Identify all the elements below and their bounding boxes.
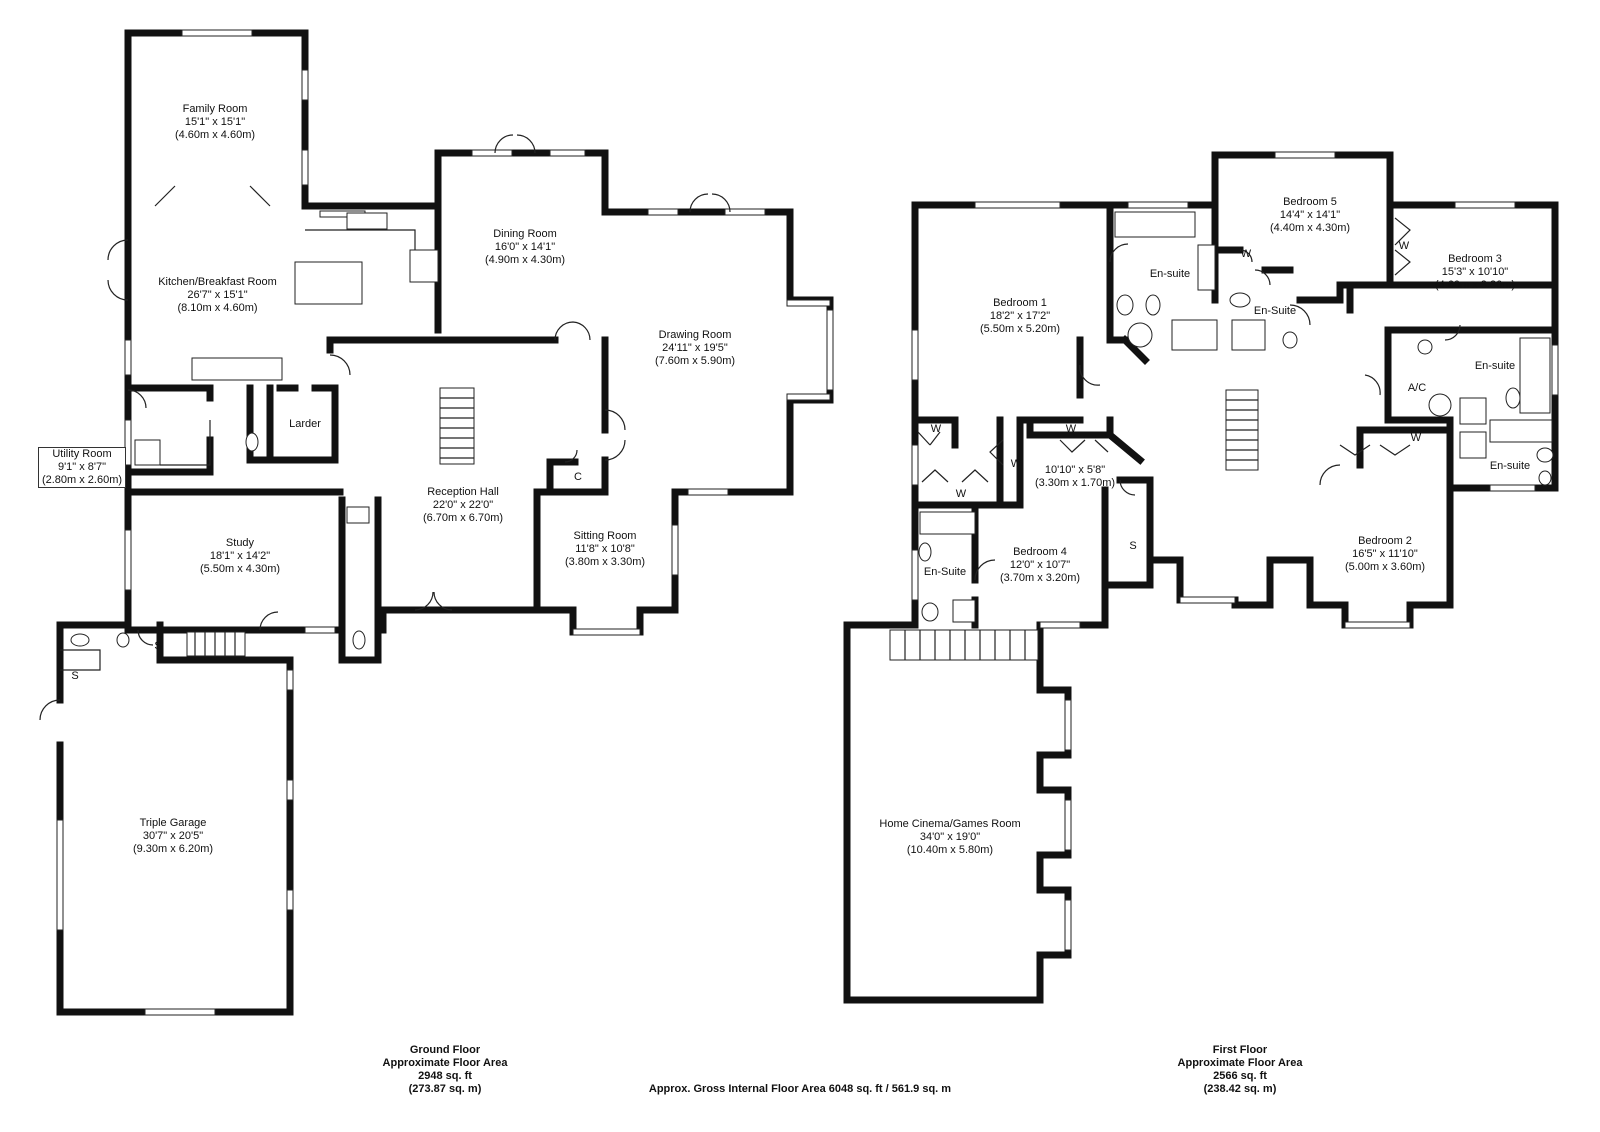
label-wardrobe-1: W <box>1240 248 1252 260</box>
ground-floor-fixtures <box>39 134 731 721</box>
room-name: Family Room <box>182 103 248 115</box>
room-size-metric: (10.40m x 5.80m) <box>906 844 994 856</box>
room-size-metric: (7.60m x 5.90m) <box>654 355 736 367</box>
room-size-metric: (8.10m x 4.60m) <box>177 302 258 314</box>
footer-subtitle: Approximate Floor Area <box>1177 1057 1303 1069</box>
room-utility-room: Utility Room 9'1" x 8'7" (2.80m x 2.60m) <box>38 447 126 488</box>
label-ensuite-bedroom-2: En-suite <box>1489 460 1531 472</box>
room-bedroom-5: Bedroom 5 14'4" x 14'1" (4.40m x 4.30m) <box>1255 196 1365 235</box>
room-size-imperial: 15'3" x 10'10" <box>1441 266 1509 278</box>
room-dining-room: Dining Room 16'0" x 14'1" (4.90m x 4.30m… <box>460 228 590 267</box>
label-wardrobe-2: W <box>1398 240 1410 252</box>
room-size-metric: (4.60m x 3.30m) <box>1434 279 1516 291</box>
label-store: S <box>1129 540 1137 552</box>
room-size-imperial: 30'7" x 20'5" <box>142 830 204 842</box>
label-store-1: S <box>154 640 162 652</box>
room-reception-hall: Reception Hall 22'0" x 22'0" (6.70m x 6.… <box>398 486 528 525</box>
room-size-imperial: 12'0" x 10'7" <box>1009 559 1071 571</box>
room-size-metric: (5.50m x 4.30m) <box>199 563 281 575</box>
room-size-imperial: 16'5" x 11'10" <box>1352 548 1418 560</box>
room-size-imperial: 24'11" x 19'5" <box>662 342 728 354</box>
room-size-metric: (5.50m x 5.20m) <box>979 323 1061 335</box>
room-kitchen-breakfast: Kitchen/Breakfast Room 26'7" x 15'1" (8.… <box>140 276 295 315</box>
label-wardrobe-4: W <box>955 488 967 500</box>
room-name: Triple Garage <box>139 817 207 829</box>
room-name: Drawing Room <box>658 329 732 341</box>
gross-floor-area: Approx. Gross Internal Floor Area 6048 s… <box>648 1083 952 1095</box>
room-size-metric: (4.60m x 4.60m) <box>174 129 256 141</box>
room-size-metric: (5.00m x 3.60m) <box>1344 561 1426 573</box>
label-ensuite-bedroom-3: En-suite <box>1474 360 1516 372</box>
footer-title: First Floor <box>1212 1044 1268 1056</box>
label-air-conditioning: A/C <box>1407 382 1427 394</box>
room-name: Bedroom 5 <box>1283 196 1337 208</box>
room-size-imperial: 18'1" x 14'2" <box>209 550 271 562</box>
room-size-metric: (6.70m x 6.70m) <box>422 512 504 524</box>
room-name: Bedroom 2 <box>1358 535 1412 547</box>
room-size-imperial: 34'0" x 19'0" <box>919 831 981 843</box>
label-wardrobe-3: W <box>930 423 942 435</box>
first-floor-windows <box>911 151 1559 951</box>
footer-sqft: 2566 sq. ft <box>1213 1070 1267 1082</box>
ground-floor-windows <box>56 29 834 1016</box>
room-size-imperial: 26'7" x 15'1" <box>187 289 248 301</box>
label-wardrobe-6: W <box>1065 423 1077 435</box>
label-store-2: S <box>71 670 79 682</box>
first-floor-area: First Floor Approximate Floor Area 2566 … <box>1165 1044 1315 1096</box>
room-name: Home Cinema/Games Room <box>879 818 1021 830</box>
footer-title: Ground Floor <box>409 1044 481 1056</box>
room-name: Study <box>225 537 255 549</box>
room-size-metric: (3.30m x 1.70m) <box>1034 477 1116 489</box>
room-size-metric: (3.80m x 3.30m) <box>564 556 646 568</box>
room-drawing-room: Drawing Room 24'11" x 19'5" (7.60m x 5.9… <box>630 329 760 368</box>
room-bedroom-3: Bedroom 3 15'3" x 10'10" (4.60m x 3.30m) <box>1420 253 1530 292</box>
room-name: Dining Room <box>493 228 557 240</box>
label-ensuite-bedroom-5: En-Suite <box>1253 305 1297 317</box>
room-size-metric: (4.40m x 4.30m) <box>1269 222 1351 234</box>
room-bedroom-1: Bedroom 1 18'2" x 17'2" (5.50m x 5.20m) <box>955 297 1085 336</box>
room-size-imperial: 22'0" x 22'0" <box>432 499 494 511</box>
room-size-metric: (2.80m x 2.60m) <box>41 474 123 486</box>
room-size-imperial: 9'1" x 8'7" <box>57 461 107 473</box>
room-size-imperial: 11'8" x 10'8" <box>575 543 635 555</box>
room-name: Utility Room <box>52 448 112 460</box>
room-size-imperial: 14'4" x 14'1" <box>1279 209 1341 221</box>
room-size-metric: (4.90m x 4.30m) <box>484 254 566 266</box>
first-floor-fixtures <box>889 211 1554 661</box>
room-landing-small: 10'10" x 5'8" (3.30m x 1.70m) <box>1025 464 1125 490</box>
room-size-imperial: 15'1" x 15'1" <box>184 116 246 128</box>
room-name: Reception Hall <box>427 486 499 498</box>
room-size-imperial: 10'10" x 5'8" <box>1044 464 1106 476</box>
room-size-metric: (9.30m x 6.20m) <box>132 843 214 855</box>
label-wardrobe-5: W <box>1010 458 1022 470</box>
label-cupboard: C <box>574 471 582 483</box>
label-larder: Larder <box>289 418 321 430</box>
room-name: Sitting Room <box>573 530 637 542</box>
label-wardrobe-7: W <box>1410 432 1422 444</box>
room-name: Bedroom 1 <box>993 297 1047 309</box>
room-size-metric: (3.70m x 3.20m) <box>999 572 1081 584</box>
label-ensuite-bedroom-1: En-suite <box>1149 268 1191 280</box>
room-size-imperial: 16'0" x 14'1" <box>494 241 556 253</box>
ground-floor-area: Ground Floor Approximate Floor Area 2948… <box>370 1044 520 1096</box>
room-sitting-room: Sitting Room 11'8" x 10'8" (3.80m x 3.30… <box>540 530 670 569</box>
room-family-room: Family Room 15'1" x 15'1" (4.60m x 4.60m… <box>150 103 280 142</box>
footer-sqm: (273.87 sq. m) <box>408 1083 482 1095</box>
room-bedroom-4: Bedroom 4 12'0" x 10'7" (3.70m x 3.20m) <box>985 546 1095 585</box>
room-triple-garage: Triple Garage 30'7" x 20'5" (9.30m x 6.2… <box>108 817 238 856</box>
footer-subtitle: Approximate Floor Area <box>382 1057 508 1069</box>
room-size-imperial: 18'2" x 17'2" <box>989 310 1051 322</box>
room-study: Study 18'1" x 14'2" (5.50m x 4.30m) <box>175 537 305 576</box>
footer-sqm: (238.42 sq. m) <box>1203 1083 1277 1095</box>
room-bedroom-2: Bedroom 2 16'5" x 11'10" (5.00m x 3.60m) <box>1330 535 1440 574</box>
footer-sqft: 2948 sq. ft <box>418 1070 472 1082</box>
label-ensuite-bedroom-4: En-Suite <box>923 566 967 578</box>
room-name: Kitchen/Breakfast Room <box>158 276 277 288</box>
room-name: Bedroom 4 <box>1013 546 1067 558</box>
room-name: Bedroom 3 <box>1448 253 1502 265</box>
room-home-cinema: Home Cinema/Games Room 34'0" x 19'0" (10… <box>865 818 1035 857</box>
